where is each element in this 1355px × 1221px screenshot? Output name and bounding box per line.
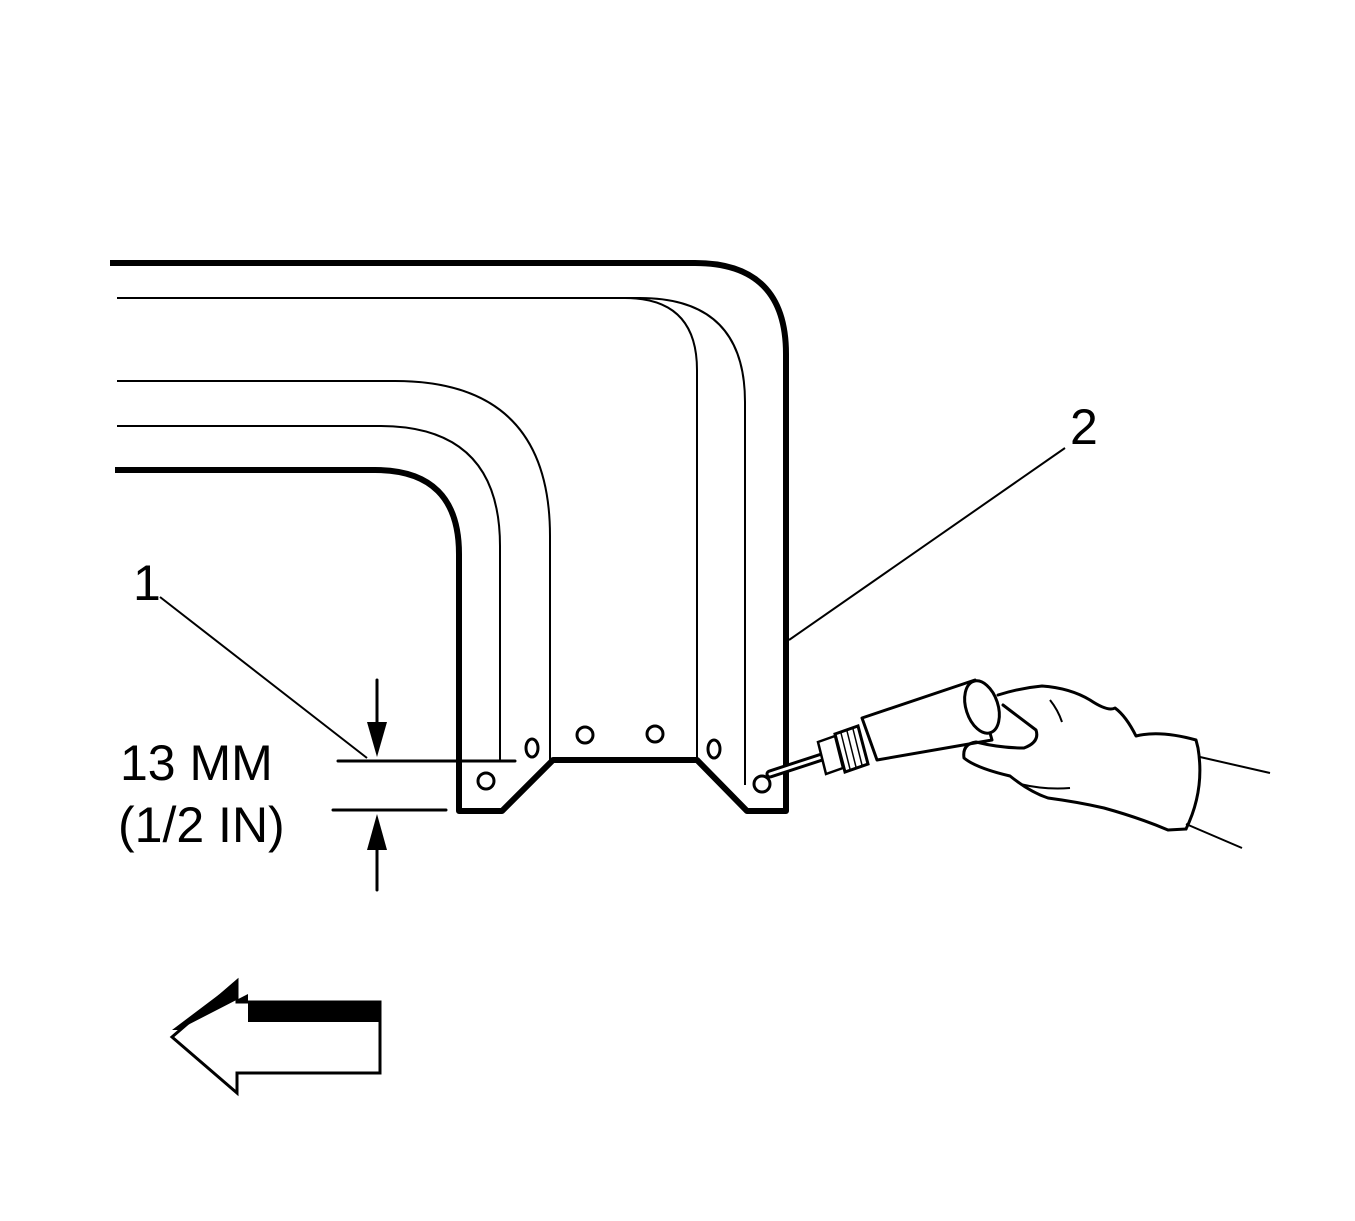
dimension-arrowhead-down: [367, 722, 387, 757]
left-arrow-icon: [169, 977, 382, 1097]
dimension-markers: [331, 678, 517, 892]
dimension-label-imperial: (1/2 IN): [118, 797, 285, 853]
drill-icon: [765, 678, 1001, 779]
hole: [524, 737, 540, 759]
callout-label-1: 1: [133, 555, 161, 611]
gloved-hand-icon: [962, 684, 1271, 849]
leader-line-1: [159, 596, 368, 759]
hole: [575, 725, 595, 745]
callout-label-2: 2: [1070, 399, 1098, 455]
panel-outline: [110, 260, 789, 814]
panel-contours: [117, 297, 746, 785]
dimension-label-metric: 13 MM: [120, 735, 273, 791]
callout-leaders: [159, 447, 1066, 759]
hole: [476, 771, 496, 791]
hole: [752, 774, 772, 794]
leader-line-2: [788, 447, 1066, 641]
panel-holes: [476, 724, 772, 794]
hole: [645, 724, 665, 744]
dimension-arrowhead-up: [367, 814, 387, 850]
hole: [706, 738, 722, 760]
